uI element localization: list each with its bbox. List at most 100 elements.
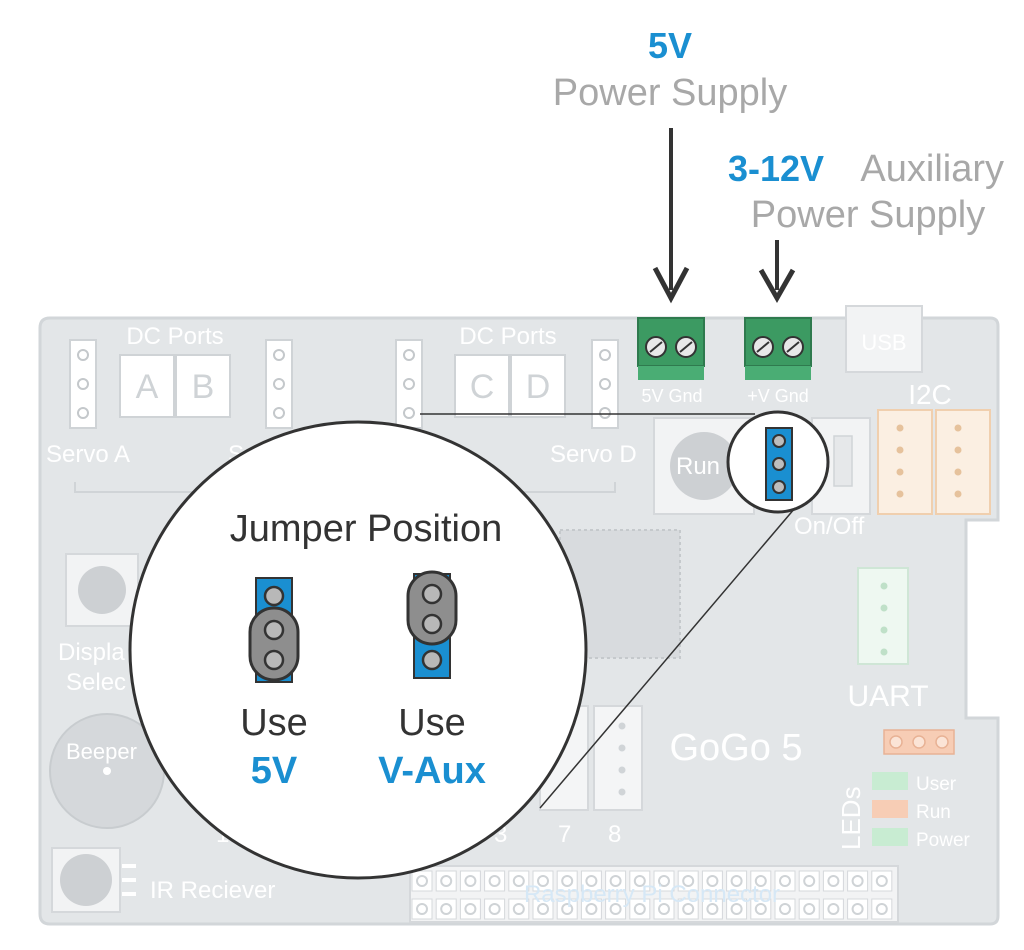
- raspberry-pi-pin-hole: [537, 903, 549, 915]
- raspberry-pi-pin-hole: [730, 903, 743, 915]
- raspberry-pi-pin-hole: [779, 875, 791, 887]
- raspberry-pi-pin-hole: [609, 903, 622, 915]
- sensor-port-8: 8: [608, 821, 621, 848]
- jumper-5v-icon: [248, 577, 300, 683]
- i2c-label: I2C: [908, 379, 952, 410]
- raspberry-pi-pin: [532, 870, 554, 892]
- raspberry-pi-pin-hole: [827, 903, 840, 915]
- dc-port-a: A: [136, 368, 159, 406]
- jumper-vaux-value: V-Aux: [378, 750, 486, 792]
- raspberry-pi-pin-hole: [440, 903, 453, 915]
- raspberry-pi-pin-hole: [609, 875, 622, 887]
- raspberry-pi-pin: [484, 898, 506, 920]
- zoom-connector-bottom: [539, 507, 796, 809]
- board-jumper-icon: [765, 427, 793, 501]
- raspberry-pi-pin-hole: [512, 903, 525, 915]
- arrow-aux: [758, 240, 796, 304]
- servo-header-b: [265, 339, 293, 429]
- ir-receiver-label: IR Reciever: [150, 877, 275, 904]
- display-select-label-1: Displa: [58, 639, 125, 666]
- raspberry-pi-pin: [508, 898, 530, 920]
- raspberry-pi-pin-hole: [706, 903, 719, 915]
- dc-port-b: B: [192, 368, 215, 406]
- raspberry-pi-pin: [556, 870, 578, 892]
- raspberry-pi-pin-hole: [682, 903, 695, 915]
- raspberry-pi-pin-hole: [561, 903, 574, 915]
- dc-port-c-box: [454, 354, 510, 418]
- raspberry-pi-pin: [847, 870, 869, 892]
- board-name: GoGo 5: [669, 727, 802, 769]
- raspberry-pi-pin: [556, 898, 578, 920]
- jumper-5v-use: Use: [240, 702, 308, 744]
- run-button: [670, 432, 738, 500]
- raspberry-pi-pin-hole: [585, 875, 598, 887]
- raspberry-pi-pin-hole: [464, 875, 477, 887]
- dc-ports-left-label: DC Ports: [126, 323, 223, 350]
- supply-5v-value: 5V: [648, 25, 692, 66]
- raspberry-pi-pin-hole: [416, 903, 428, 915]
- led-run-label: Run: [916, 802, 951, 823]
- raspberry-pi-pin-hole: [561, 875, 574, 887]
- led-header: [883, 729, 955, 755]
- arrow-5v: [652, 128, 690, 304]
- supply-aux-caption-2: Power Supply: [751, 194, 985, 236]
- raspberry-pi-pin: [677, 898, 699, 920]
- leds-label: LEDs: [836, 786, 866, 850]
- servo-header-a: [69, 339, 97, 429]
- dc-port-c: C: [470, 368, 495, 406]
- raspberry-pi-pin: [653, 870, 675, 892]
- led-user: [872, 772, 908, 790]
- terminal-5v-label: 5V Gnd: [641, 386, 702, 406]
- dc-ports-right-label: DC Ports: [459, 323, 556, 350]
- jumper-5v-value: 5V: [251, 750, 298, 792]
- dc-port-b-box: [175, 354, 231, 418]
- led-run: [872, 800, 908, 818]
- raspberry-pi-pin-hole: [875, 875, 888, 887]
- raspberry-pi-pin: [701, 898, 723, 920]
- raspberry-pi-pin: [411, 898, 433, 920]
- usb-label: USB: [861, 330, 906, 355]
- jumper-vaux-use: Use: [398, 702, 466, 744]
- display-select-label-2: Selec: [66, 669, 126, 696]
- raspberry-pi-pin: [798, 898, 820, 920]
- raspberry-pi-pin: [774, 870, 796, 892]
- sensor-port-7: 7: [558, 821, 571, 848]
- zoom-title: Jumper Position: [230, 508, 502, 550]
- sensor-connector-8: [593, 705, 643, 811]
- raspberry-pi-pin-hole: [851, 875, 864, 887]
- raspberry-pi-pin: [822, 898, 844, 920]
- raspberry-pi-pin: [871, 898, 893, 920]
- raspberry-pi-pin: [435, 898, 457, 920]
- jumper-vaux-icon: [406, 570, 458, 679]
- raspberry-pi-pin: [726, 898, 748, 920]
- raspberry-pi-pin-hole: [851, 903, 864, 915]
- raspberry-pi-pin-hole: [803, 875, 816, 887]
- terminal-5v: [637, 317, 705, 380]
- on-off-label: On/Off: [794, 513, 865, 540]
- raspberry-pi-pin: [871, 870, 893, 892]
- uart-label: UART: [847, 680, 928, 713]
- raspberry-pi-pin-hole: [633, 875, 646, 887]
- raspberry-pi-pin: [411, 870, 433, 892]
- raspberry-pi-pin: [508, 870, 530, 892]
- dc-port-a-box: [119, 354, 175, 418]
- raspberry-pi-pin-hole: [658, 903, 670, 915]
- raspberry-pi-pin-hole: [706, 875, 719, 887]
- servo-a-label: Servo A: [46, 441, 130, 468]
- raspberry-pi-pin-hole: [730, 875, 743, 887]
- servo-d-label: Servo D: [550, 441, 637, 468]
- raspberry-pi-pin: [653, 898, 675, 920]
- raspberry-pi-pin-hole: [512, 875, 525, 887]
- usb-port: [845, 305, 923, 373]
- raspberry-pi-pin-hole: [416, 875, 428, 887]
- dc-port-d: D: [526, 368, 551, 406]
- servo-header-d: [591, 339, 619, 429]
- raspberry-pi-label: Raspberry Pi Connector: [524, 881, 780, 908]
- raspberry-pi-pin-hole: [827, 875, 840, 887]
- supply-aux-caption-1: Auxiliary: [860, 148, 1004, 190]
- raspberry-pi-pin: [677, 870, 699, 892]
- raspberry-pi-pin: [459, 870, 481, 892]
- raspberry-pi-pin: [605, 898, 627, 920]
- led-power: [872, 828, 908, 846]
- raspberry-pi-pin-hole: [440, 875, 453, 887]
